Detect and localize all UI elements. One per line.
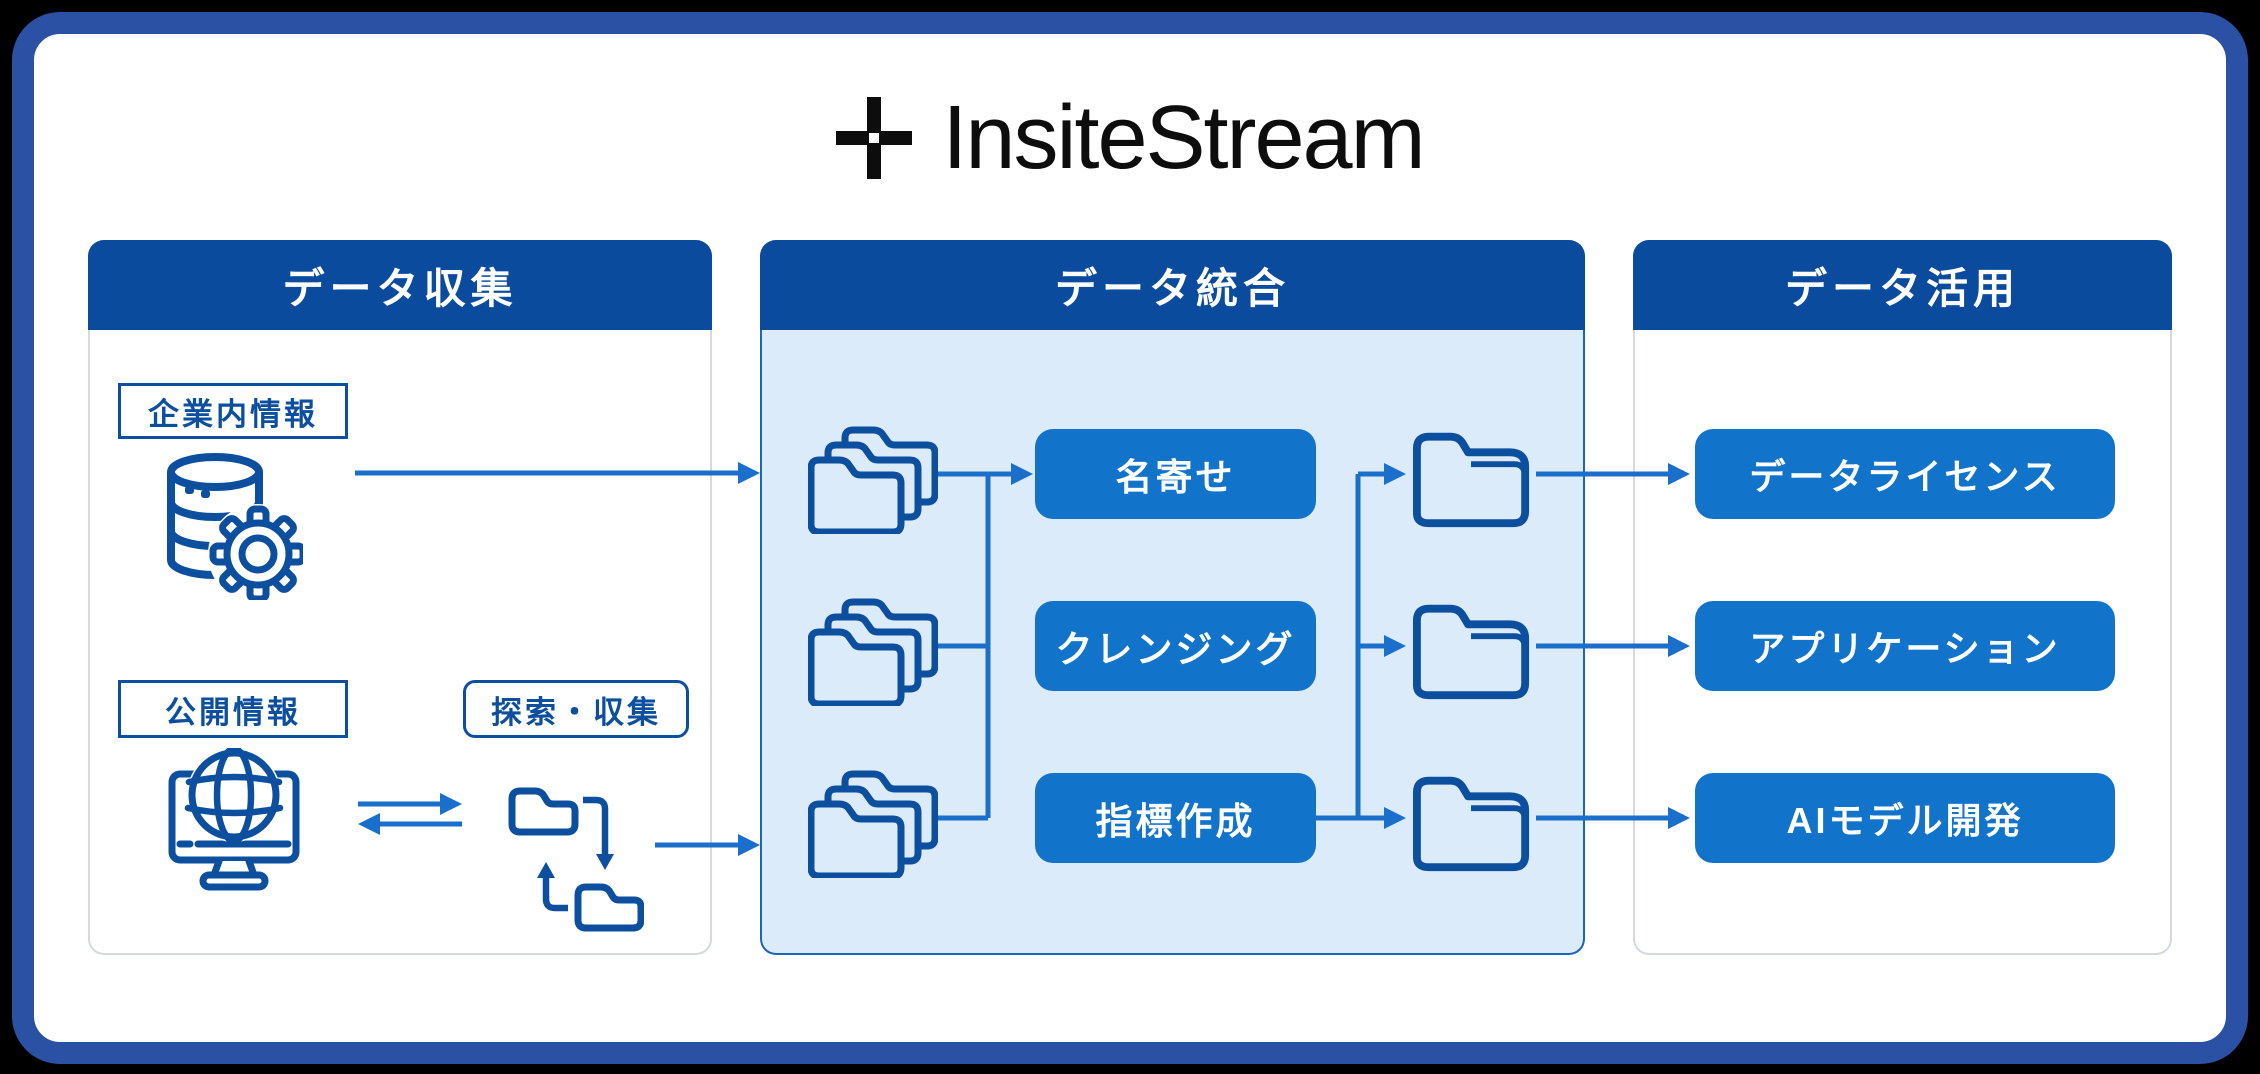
folder-icon [1412,432,1530,528]
folder-stack-icon [808,770,938,878]
step-indicator-creation-button: 指標作成 [1035,773,1316,863]
utilization-column-header: データ活用 [1633,240,2172,330]
collection-column-header: データ収集 [88,240,712,330]
page-title: InsiteStream [942,88,1425,188]
output-ai-model-button: AIモデル開発 [1695,773,2115,863]
folder-stack-icon [808,426,938,534]
plus-logo-icon [836,97,913,179]
database-gear-icon [167,453,303,600]
explore-collect-label: 探索・収集 [463,680,689,738]
logo: InsiteStream [0,90,2260,186]
output-data-license-button: データライセンス [1695,429,2115,519]
step-name-merge-button: 名寄せ [1035,429,1316,519]
step-cleansing-button: クレンジング [1035,601,1316,691]
output-application-button: アプリケーション [1695,601,2115,691]
integration-column-header: データ統合 [760,240,1585,330]
folder-icon [1412,604,1530,700]
folder-stack-icon [808,598,938,706]
folder-sync-icon [508,787,644,932]
public-info-label: 公開情報 [118,680,348,738]
monitor-globe-icon [168,748,300,891]
folder-icon [1412,776,1530,872]
internal-info-label: 企業内情報 [118,383,348,439]
